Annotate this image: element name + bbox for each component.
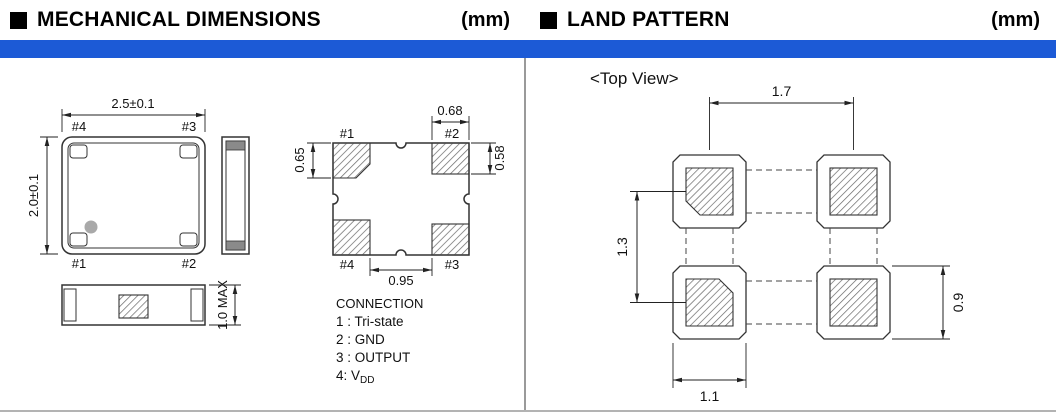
land-pattern-panel: <Top View>	[524, 58, 1056, 410]
pad-4	[332, 219, 371, 256]
mechanical-drawing: 2.5±0.1 2.0±0.1 #4 #3 #1 #2	[26, 96, 507, 386]
section-marker-icon	[10, 11, 27, 29]
pad-3	[431, 223, 470, 256]
connection-pin2: 2 : GND	[336, 332, 385, 347]
topview-pad-label-3: #3	[182, 119, 196, 134]
accent-bar	[0, 40, 1056, 58]
dim-land-pad-height: 0.9	[950, 293, 966, 313]
connection-pin3: 3 : OUTPUT	[336, 350, 410, 365]
pad-2	[431, 142, 470, 175]
corner-pad-3	[179, 144, 198, 159]
land-pad-hatch-tr	[829, 167, 878, 216]
package-top-view: 2.5±0.1 2.0±0.1 #4 #3 #1 #2	[26, 96, 206, 271]
package-bottom-pads-view: #1 #2 #4 #3 0.68 0.58	[292, 103, 507, 288]
content-panels: 2.5±0.1 2.0±0.1 #4 #3 #1 #2	[0, 58, 1056, 412]
bottomview-pad-label-2: #2	[445, 126, 459, 141]
connection-pin4: 4: VDD	[336, 368, 374, 386]
dim-land-pad-width: 1.1	[700, 388, 720, 404]
connection-pin1: 1 : Tri-state	[336, 314, 404, 329]
mechanical-unit-label: (mm)	[461, 8, 510, 31]
land-pad-hatch-tl	[685, 167, 734, 216]
topview-pad-label-1: #1	[72, 256, 86, 271]
connection-title: CONNECTION	[336, 296, 423, 311]
dim-body-width: 2.5±0.1	[111, 96, 154, 111]
dim-land-pitch-y: 1.3	[614, 237, 630, 257]
dim-thickness: 1.0 MAX	[215, 280, 230, 330]
bottomview-pad-label-3: #3	[445, 257, 459, 272]
bottomview-pad-label-4: #4	[340, 257, 354, 272]
dim-body-height: 2.0±0.1	[26, 174, 41, 217]
land-pattern-drawing: <Top View>	[590, 69, 966, 404]
connection-list: CONNECTION 1 : Tri-state 2 : GND 3 : OUT…	[336, 296, 423, 386]
top-view-label: <Top View>	[590, 69, 679, 88]
mechanical-section-title: MECHANICAL DIMENSIONS	[37, 8, 321, 31]
land-pads	[672, 154, 891, 340]
land-dimensions: 1.7 1.3 1.1 0.9	[614, 83, 966, 404]
dim-pad-height-left: 0.65	[292, 147, 307, 172]
mechanical-dimensions-header: MECHANICAL DIMENSIONS (mm)	[0, 0, 524, 40]
package-profile-view: 1.0 MAX	[61, 280, 241, 330]
corner-pad-1	[69, 232, 88, 247]
bottomview-pad-label-1: #1	[340, 126, 354, 141]
land-pattern-section-title: LAND PATTERN	[567, 8, 730, 31]
land-pattern-unit-label: (mm)	[991, 8, 1040, 31]
package-body-outline	[61, 136, 206, 255]
dim-pad-height-right: 0.58	[492, 145, 507, 170]
section-marker-icon	[540, 11, 557, 29]
topview-pad-label-2: #2	[182, 256, 196, 271]
dim-pad-gap: 0.95	[388, 273, 413, 288]
package-lid-outline	[67, 142, 200, 249]
mechanical-dimensions-panel: 2.5±0.1 2.0±0.1 #4 #3 #1 #2	[0, 58, 524, 410]
corner-pad-2	[179, 232, 198, 247]
land-pattern-header: LAND PATTERN (mm)	[524, 0, 1056, 40]
profile-seal-hatch	[118, 294, 149, 319]
land-pad-hatch-bl	[685, 278, 734, 327]
pin1-indicator-dot	[84, 220, 98, 234]
header-row: MECHANICAL DIMENSIONS (mm) LAND PATTERN …	[0, 0, 1056, 40]
dim-pad-width: 0.68	[437, 103, 462, 118]
pad-1	[332, 142, 371, 179]
topview-pad-label-4: #4	[72, 119, 86, 134]
corner-pad-4	[69, 144, 88, 159]
land-pad-hatch-br	[829, 278, 878, 327]
dim-land-pitch-x: 1.7	[772, 83, 792, 99]
package-side-view	[221, 136, 250, 255]
